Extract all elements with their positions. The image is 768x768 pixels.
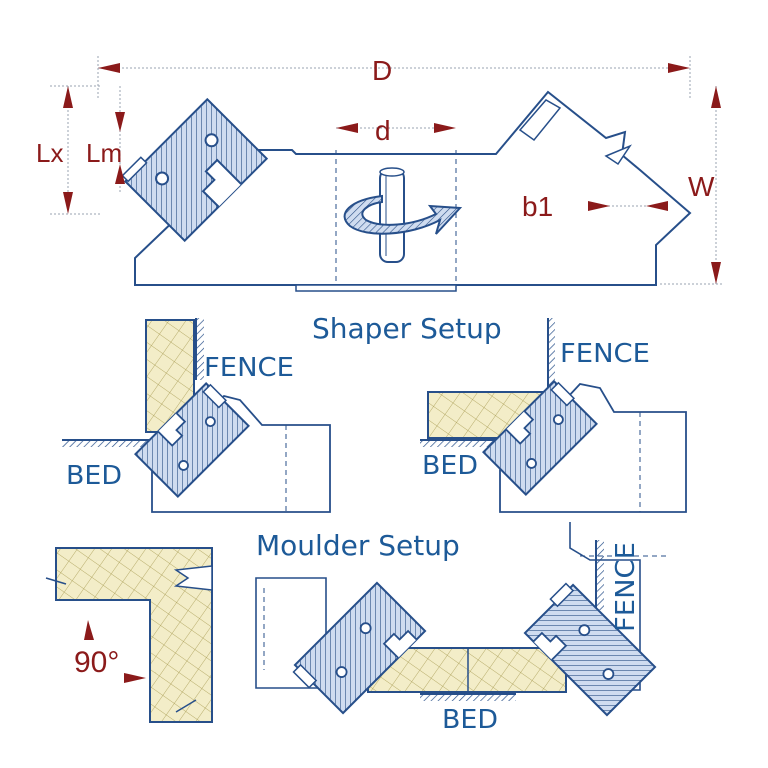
cutterhead-base-lip [295, 284, 457, 292]
shaper-right [420, 318, 687, 513]
fence-left-label: FENCE [204, 353, 294, 383]
rotation-arrow-icon [343, 194, 463, 235]
right-knife-notch [604, 144, 632, 166]
dim-d-label: d [375, 115, 391, 146]
dim-D-label: D [372, 55, 392, 86]
dimension-lines [50, 56, 724, 285]
bed-right-label: BED [422, 451, 478, 481]
moulder-setup-caption: Moulder Setup [256, 529, 460, 562]
main-cutterhead [121, 90, 692, 292]
cutterhead-body [134, 90, 692, 286]
dim-Lx-label: Lx [36, 138, 63, 168]
spindle [379, 167, 405, 263]
shaper-setup-caption: Shaper Setup [312, 312, 502, 345]
right-knife-edge [518, 99, 562, 142]
fence-right-label: FENCE [560, 339, 650, 369]
dim-W-label: W [688, 171, 715, 202]
bed-left-label: BED [66, 461, 122, 491]
angle-label: 90° [74, 646, 119, 679]
dim-b1-label: b1 [522, 191, 553, 222]
moulder-workpiece-l [45, 547, 213, 723]
fence-moulder-label: FENCE [611, 542, 641, 632]
left-knife [121, 97, 269, 243]
dim-Lm-label: Lm [86, 138, 122, 168]
bed-moulder-label: BED [442, 705, 498, 735]
moulder-assembly [255, 522, 666, 717]
shaper-left [62, 318, 331, 513]
